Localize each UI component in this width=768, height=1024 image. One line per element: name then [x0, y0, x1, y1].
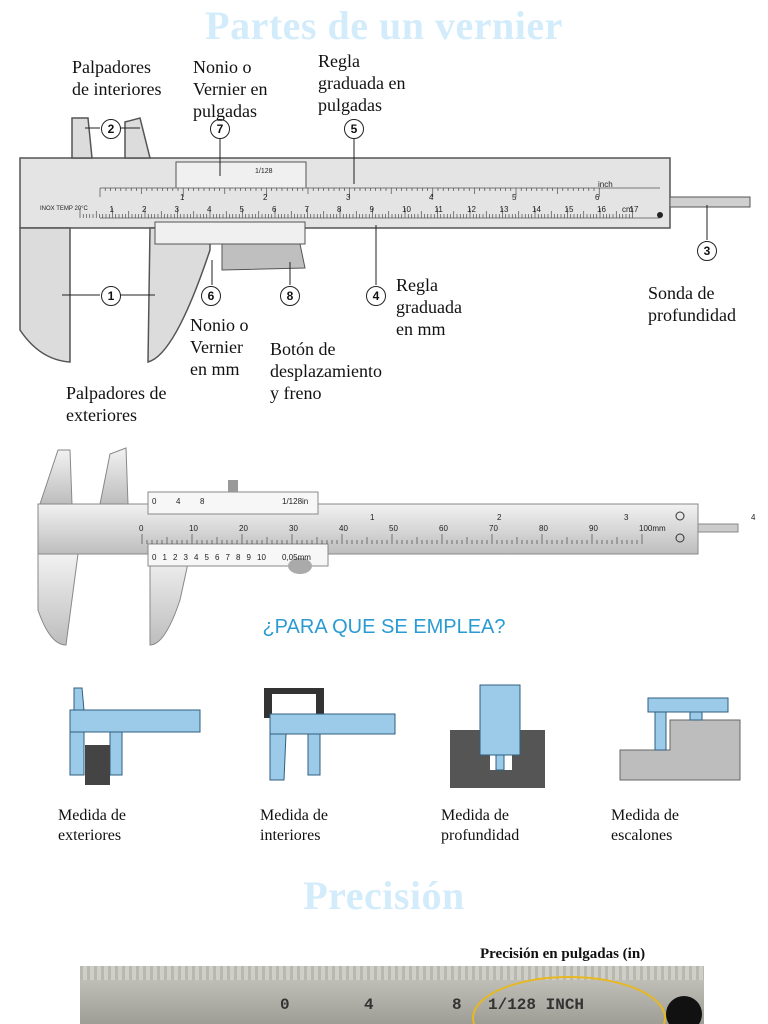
mm-scale-label: 30	[289, 524, 298, 533]
vernier-inch-label: 1/128in	[282, 497, 308, 506]
vernier-mm-label: 2	[173, 553, 178, 562]
mm-scale-label: 12	[467, 205, 476, 214]
inch-scale-label: 4	[429, 193, 434, 202]
precision-title: Precisión	[303, 873, 465, 918]
use-caption-inside: Medida de interiores	[260, 807, 328, 844]
callout-5: 5	[344, 119, 364, 139]
inch-scale-label: 5	[512, 193, 517, 202]
vernier-mm-label: 3	[184, 553, 189, 562]
use-depth-icon	[450, 684, 545, 788]
use-caption-steps: Medida de escalones	[611, 807, 679, 844]
cm-unit: cm	[622, 205, 633, 214]
body-stamp: INOX TEMP 20°C	[40, 206, 89, 212]
vernier-inch-label: 4	[176, 497, 181, 506]
mm-scale-label: 70	[489, 524, 498, 533]
inch-unit: inch	[598, 180, 613, 189]
callout-6: 6	[201, 286, 221, 306]
label-vernier-mm: Nonio o Vernier en mm	[190, 315, 249, 379]
mm-scale-label: 1	[110, 205, 115, 214]
photo-tick-0: 0	[280, 996, 290, 1014]
mm-scale-label: 15	[565, 205, 574, 214]
use-caption-depth: Medida de profundidad	[441, 807, 520, 844]
mm-scale-label: 4	[207, 205, 212, 214]
photo-caption: Precisión en pulgadas (in)	[480, 946, 646, 962]
use-outside-icon	[69, 687, 201, 785]
mm-scale-label: 7	[305, 205, 310, 214]
uses-illustrations	[69, 684, 741, 788]
callout-3: 3	[697, 241, 717, 261]
label-inch-scale: Regla graduada en pulgadas	[318, 51, 406, 115]
vernier-mm-label: 9	[247, 553, 252, 562]
section-heading-uses: ¿PARA QUE SE EMPLEA?	[262, 616, 506, 638]
vernier-inch-label: 8	[200, 497, 205, 506]
vernier-inch-label: 1/128	[255, 168, 273, 175]
label-lock-button: Botón de desplazamiento y freno	[270, 339, 382, 403]
mm-scale-label: 40	[339, 524, 348, 533]
callout-8: 8	[280, 286, 300, 306]
use-caption-outside: Medida de exteriores	[58, 807, 126, 844]
mm-scale-label: 9	[370, 205, 375, 214]
label-inside-jaws: Palpadores de interiores	[72, 57, 162, 99]
mm-scale-label: 60	[439, 524, 448, 533]
mm-scale-label: 8	[337, 205, 342, 214]
use-inside-icon	[264, 688, 396, 781]
vernier-mm-label: 4	[194, 553, 199, 562]
label-mm-scale: Regla graduada en mm	[396, 275, 462, 339]
inch-scale-label: 2	[263, 193, 268, 202]
mm-scale-label: 11	[435, 205, 444, 214]
label-depth-probe: Sonda de profundidad	[648, 283, 736, 325]
mm-scale-label: 100mm	[639, 524, 666, 533]
mm-scale-label: 6	[272, 205, 277, 214]
vernier-mm-label: 8	[236, 553, 241, 562]
inch-scale-label: 1	[180, 193, 185, 202]
label-outside-jaws: Palpadores de exteriores	[66, 383, 167, 425]
mm-scale-label: 10	[402, 205, 411, 214]
inch-scale-label: 6	[595, 193, 600, 202]
label-vernier-inch: Nonio o Vernier en pulgadas	[193, 57, 268, 121]
mm-scale-label: 90	[589, 524, 598, 533]
vernier-mm-label: 0	[152, 553, 157, 562]
mm-scale-label: 5	[240, 205, 245, 214]
mm-scale-label: 14	[532, 205, 541, 214]
vernier-inch-label: 0	[152, 497, 157, 506]
callout-7: 7	[210, 119, 230, 139]
mm-scale-label: 16	[597, 205, 606, 214]
mm-scale-label: 3	[175, 205, 180, 214]
vernier-mm-label: 5	[205, 553, 210, 562]
callout-4: 4	[366, 286, 386, 306]
inch-scale-label: 3	[346, 193, 351, 202]
photo-tick-4: 4	[364, 996, 374, 1014]
photo-tick-8: 8	[452, 996, 462, 1014]
inch-scale-label: 4	[751, 513, 756, 522]
mm-scale-label: 17	[630, 205, 639, 214]
precision-photo: 0 4 8 1/128 INCH	[80, 966, 704, 1024]
vernier-mm-label: 6	[215, 553, 220, 562]
mm-scale-label: 80	[539, 524, 548, 533]
mm-scale-label: 50	[389, 524, 398, 533]
page-title: Partes de un vernier	[205, 3, 563, 48]
mm-scale-label: 0	[139, 524, 144, 533]
vernier-mm-label: 10	[257, 553, 266, 562]
mm-scale-label: 10	[189, 524, 198, 533]
mm-scale-label: 2	[142, 205, 147, 214]
callout-1: 1	[101, 286, 121, 306]
vernier-mm-label: 1	[163, 553, 168, 562]
mm-scale-label: 13	[500, 205, 509, 214]
use-step-icon	[619, 697, 741, 781]
vernier-mm-label: 7	[226, 553, 231, 562]
highlight-ellipse	[472, 976, 666, 1024]
callout-2: 2	[101, 119, 121, 139]
inch-scale-label: 2	[497, 513, 502, 522]
vernier-mm-label: 0,05mm	[282, 553, 311, 562]
inch-scale-label: 1	[370, 513, 375, 522]
inch-scale-label: 3	[624, 513, 629, 522]
photo-hole	[666, 996, 702, 1024]
mm-scale-label: 20	[239, 524, 248, 533]
